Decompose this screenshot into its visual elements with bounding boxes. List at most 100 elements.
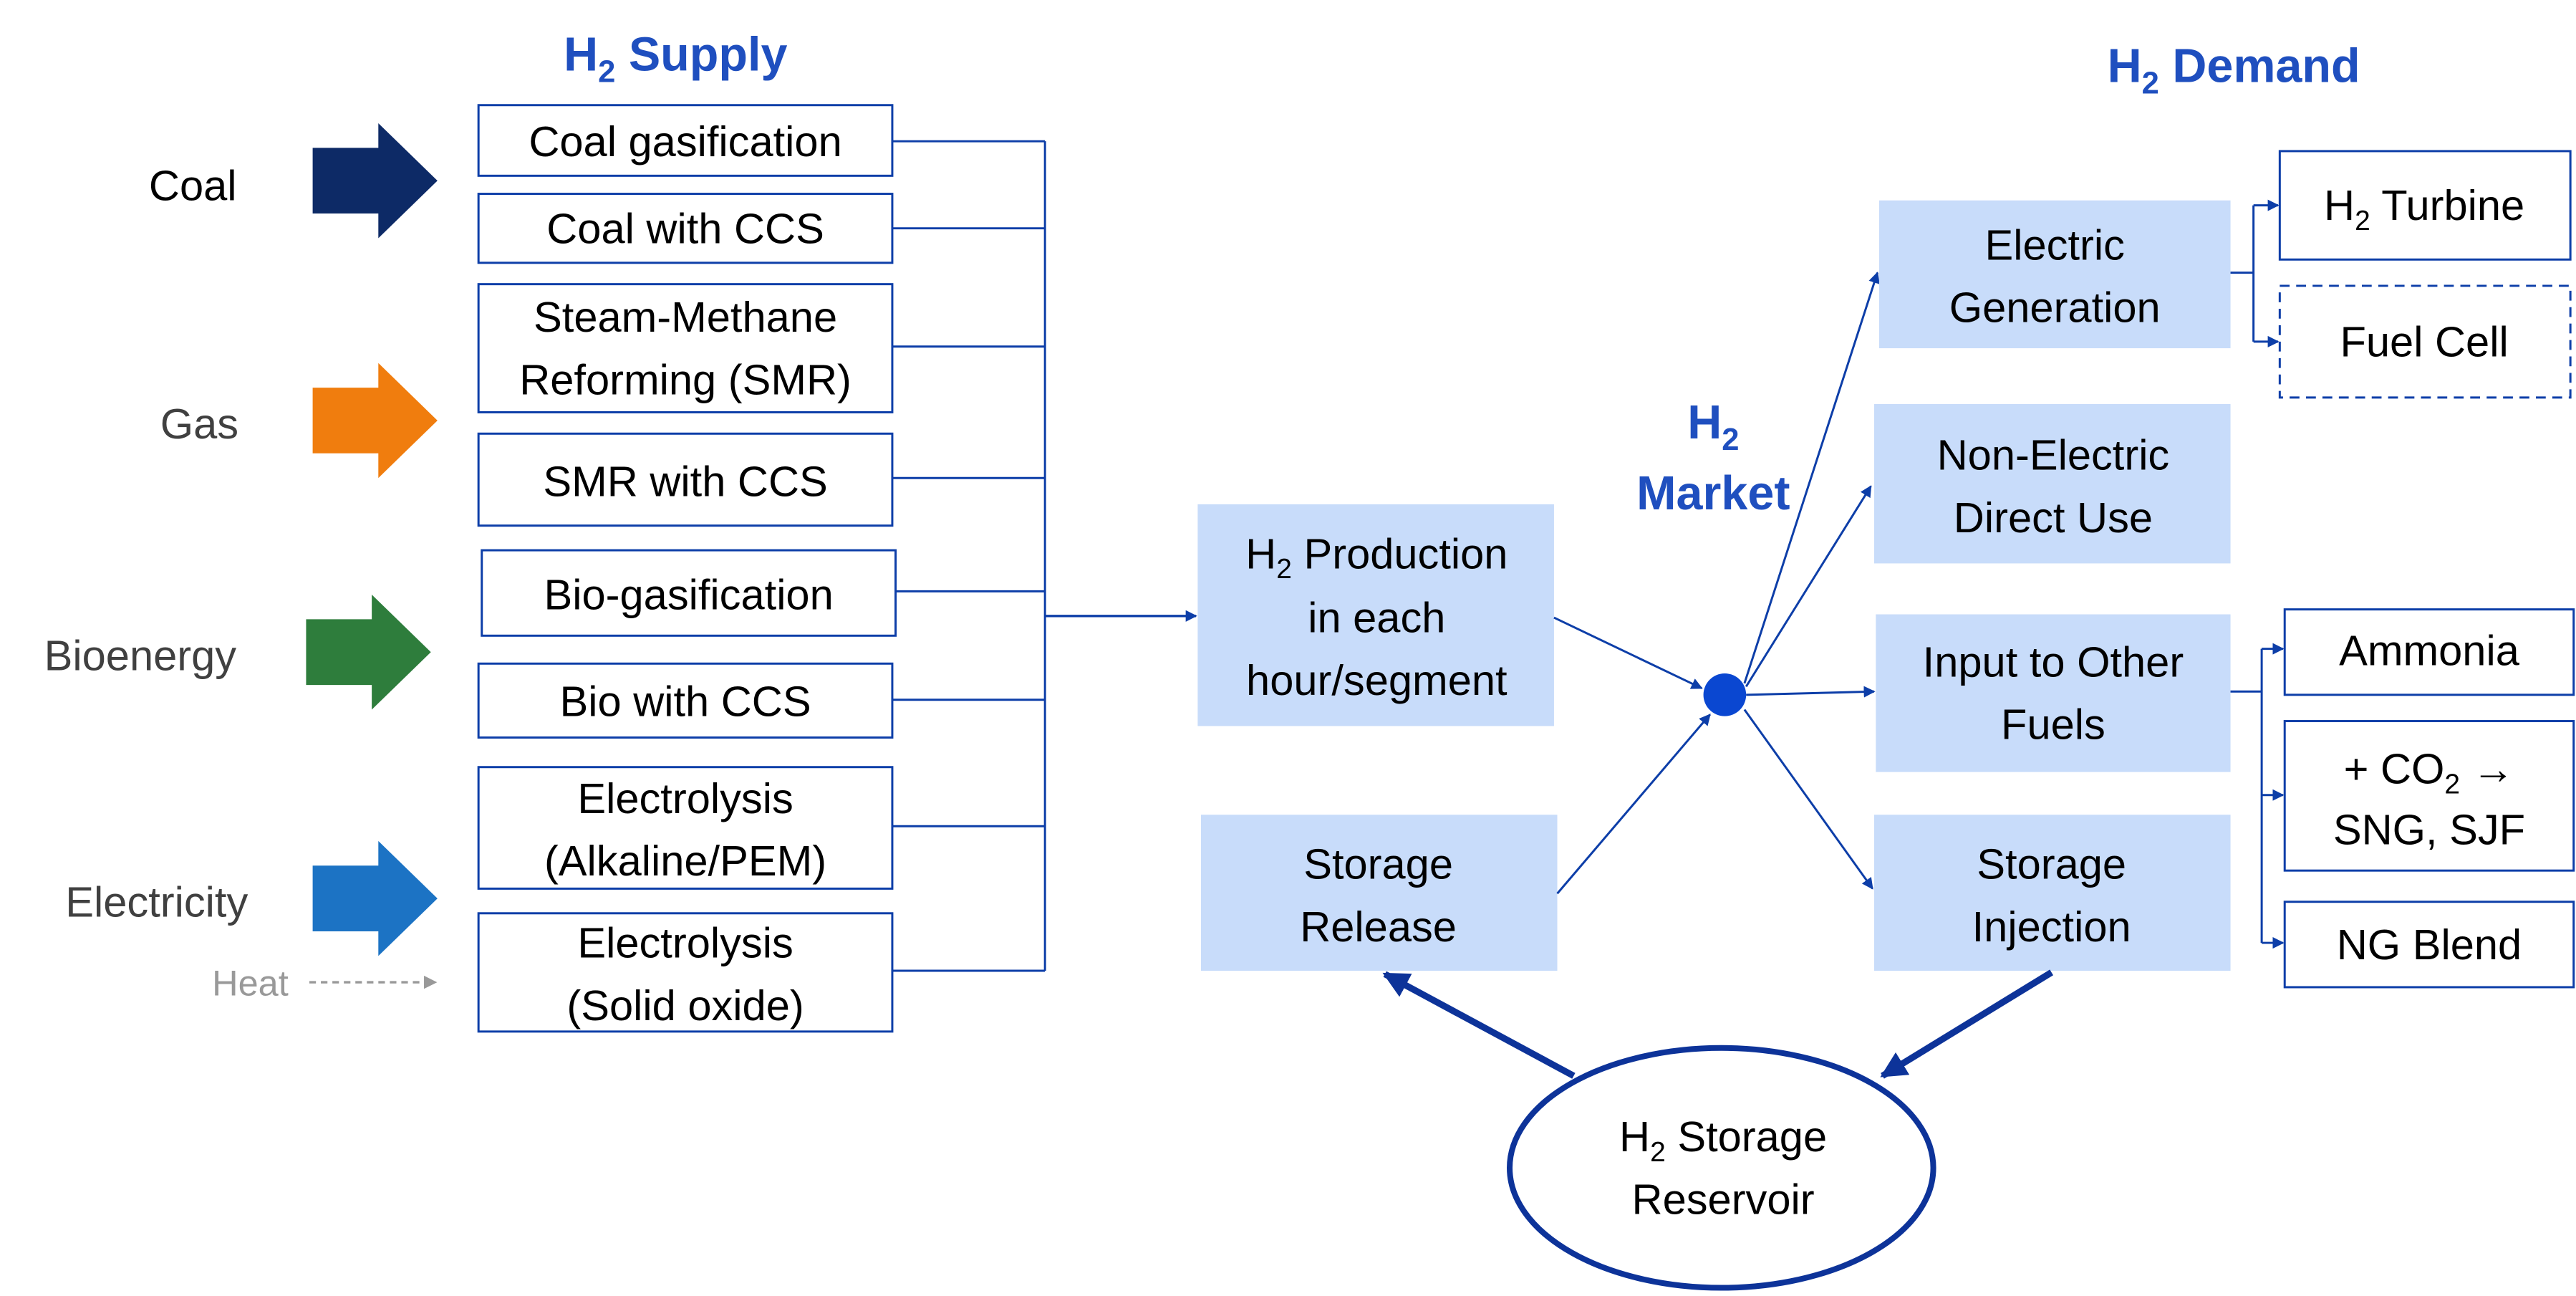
- supply-title-h: H: [564, 29, 598, 82]
- fuels-branch: [2230, 643, 2285, 949]
- demand-box-storage-injection: Storage Injection: [1874, 815, 2231, 971]
- supply-box-smr: Steam-Methane Reforming (SMR): [477, 283, 894, 413]
- flow-market-to-injection: [1743, 709, 1873, 890]
- supply-box-electrolysis-pem-line1: Electrolysis: [577, 774, 793, 822]
- demand-nonelectric-line2: Direct Use: [1954, 494, 2153, 542]
- demand-box-nonelectric: Non-Electric Direct Use: [1874, 404, 2231, 564]
- output-fuel-cell-label: Fuel Cell: [2340, 318, 2508, 366]
- bioenergy-arrow: [306, 594, 431, 710]
- market-label-line2: Market: [1636, 467, 1790, 520]
- market-label-h: H: [1687, 396, 1722, 449]
- flow-release-to-market: [1556, 714, 1711, 895]
- demand-box-electric-generation: Electric Generation: [1878, 200, 2231, 349]
- supply-box-electrolysis-soec-line2: (Solid oxide): [566, 981, 804, 1029]
- output-co2-post: →: [2460, 745, 2514, 793]
- output-h2-turbine-sub: 2: [2355, 206, 2370, 236]
- market-label: H2: [1687, 396, 1739, 457]
- reservoir-sub: 2: [1650, 1137, 1666, 1168]
- flow-market-to-electric: [1743, 272, 1880, 684]
- reservoir-to-release-arrow: [1382, 971, 1576, 1079]
- market-label-sub: 2: [1722, 423, 1739, 457]
- output-h2-turbine-h: H: [2324, 181, 2355, 229]
- market-flows: [1553, 272, 1880, 895]
- output-co2-line1: + CO2 →: [2344, 745, 2515, 800]
- reservoir-line1: H2 Storage: [1619, 1113, 1827, 1168]
- source-label-bioenergy: Bioenergy: [44, 631, 237, 679]
- storage-release-line2: Release: [1300, 903, 1457, 951]
- output-ammonia-label: Ammonia: [2339, 627, 2520, 675]
- supply-box-electrolysis-soec: Electrolysis (Solid oxide): [477, 912, 894, 1033]
- output-h2-turbine-rest: Turbine: [2370, 181, 2524, 229]
- storage-release-box: Storage Release: [1200, 815, 1558, 971]
- supply-box-bio-ccs: Bio with CCS: [477, 662, 894, 739]
- output-box-h2-turbine: H2 Turbine: [2278, 150, 2572, 261]
- demand-injection-line2: Injection: [1972, 903, 2131, 951]
- heat-label: Heat: [212, 962, 289, 1003]
- supply-box-coal-gasification: Coal gasification: [477, 104, 894, 177]
- supply-title-sub: 2: [598, 55, 615, 90]
- production-h: H: [1245, 529, 1276, 577]
- output-co2-sub: 2: [2444, 769, 2460, 800]
- demand-fuels-line2: Fuels: [2001, 701, 2105, 749]
- supply-box-bio-ccs-label: Bio with CCS: [559, 678, 811, 726]
- output-h2-turbine-label: H2 Turbine: [2324, 181, 2524, 236]
- gas-arrow: [312, 363, 438, 479]
- supply-box-electrolysis-pem-line2: (Alkaline/PEM): [544, 837, 826, 885]
- market-node: [1703, 673, 1747, 716]
- supply-box-coal-ccs: Coal with CCS: [477, 193, 894, 264]
- production-box: H2 Production in each hour/segment: [1197, 504, 1554, 726]
- demand-electric-line2: Generation: [1949, 283, 2161, 331]
- electricity-arrow: [312, 840, 438, 956]
- output-ng-blend-label: NG Blend: [2337, 921, 2522, 969]
- demand-fuels-line1: Input to Other: [1923, 638, 2184, 686]
- supply-box-smr-ccs: SMR with CCS: [477, 432, 894, 527]
- production-rest: Production: [1292, 529, 1508, 577]
- output-co2-pre: + CO: [2344, 745, 2445, 793]
- supply-box-smr-line2: Reforming (SMR): [519, 355, 852, 403]
- supply-box-coal-gasification-label: Coal gasification: [529, 117, 841, 165]
- demand-nonelectric-line1: Non-Electric: [1937, 431, 2170, 479]
- production-line2: in each: [1308, 594, 1445, 642]
- supply-title: H2 Supply: [564, 29, 787, 90]
- production-line1: H2 Production: [1245, 529, 1508, 585]
- reservoir-h: H: [1619, 1113, 1650, 1161]
- source-label-gas: Gas: [160, 400, 238, 448]
- supply-box-bio-gasification-label: Bio-gasification: [544, 571, 834, 619]
- production-line3: hour/segment: [1246, 656, 1508, 704]
- demand-title: H2 Demand: [2108, 40, 2360, 101]
- supply-box-electrolysis-soec-line1: Electrolysis: [577, 919, 793, 967]
- flow-market-to-fuels: [1746, 686, 1876, 698]
- supply-box-bio-gasification: Bio-gasification: [481, 549, 897, 637]
- output-co2-line2: SNG, SJF: [2333, 805, 2525, 853]
- output-box-ammonia: Ammonia: [2283, 608, 2575, 696]
- source-label-electricity: Electricity: [65, 878, 248, 926]
- reservoir-rest: Storage: [1666, 1113, 1827, 1161]
- coal-arrow: [312, 123, 438, 239]
- flow-market-to-nonelectric: [1745, 485, 1872, 688]
- output-box-ng-blend: NG Blend: [2283, 901, 2575, 989]
- demand-electric-line1: Electric: [1985, 221, 2125, 269]
- reservoir-line2: Reservoir: [1632, 1175, 1815, 1223]
- source-label-coal: Coal: [149, 162, 237, 210]
- supply-collector: [892, 140, 1046, 972]
- demand-title-rest: Demand: [2159, 40, 2360, 93]
- demand-box-other-fuels: Input to Other Fuels: [1876, 614, 2231, 772]
- supply-box-electrolysis-pem: Electrolysis (Alkaline/PEM): [477, 766, 894, 890]
- storage-release-line1: Storage: [1303, 840, 1453, 888]
- supply-box-smr-line1: Steam-Methane: [534, 293, 837, 341]
- generation-branch: [2230, 199, 2280, 347]
- flow-production-to-market: [1553, 616, 1703, 690]
- supply-box-coal-ccs-label: Coal with CCS: [546, 204, 824, 252]
- injection-to-reservoir-arrow: [1880, 969, 2054, 1079]
- demand-injection-line1: Storage: [1977, 840, 2126, 888]
- supply-box-smr-ccs-label: SMR with CCS: [543, 457, 827, 505]
- output-box-co2-sng-sjf: + CO2 → SNG, SJF: [2283, 720, 2575, 872]
- output-box-fuel-cell: Fuel Cell: [2278, 284, 2572, 399]
- demand-title-h: H: [2108, 40, 2142, 93]
- supply-title-rest: Supply: [615, 29, 787, 82]
- production-sub: 2: [1276, 554, 1292, 585]
- demand-title-sub: 2: [2142, 67, 2159, 101]
- storage-reservoir: [1507, 1045, 1936, 1291]
